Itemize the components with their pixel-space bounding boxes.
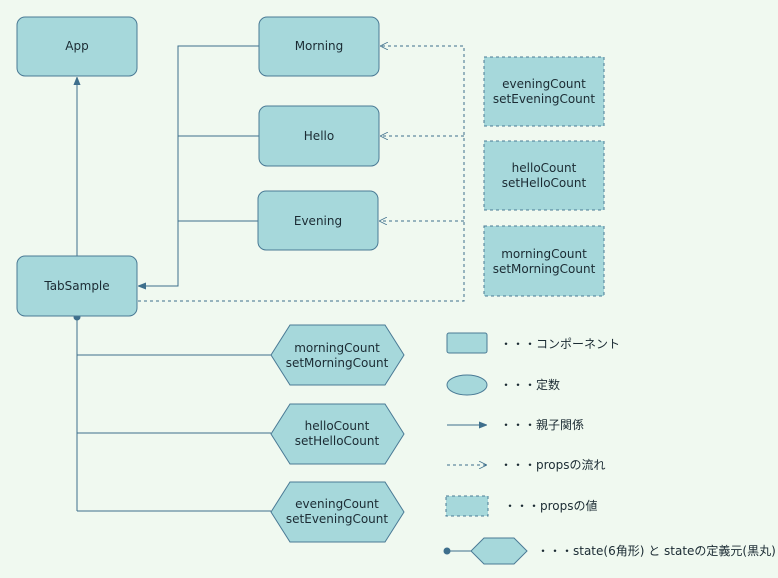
props-value-line1: helloCount bbox=[512, 161, 577, 175]
state-line1: morningCount bbox=[294, 341, 380, 355]
component-evening: Evening bbox=[257, 190, 379, 251]
legend-props-flow-label: ・・・propsの流れ bbox=[500, 458, 606, 472]
state-line2: setHelloCount bbox=[295, 434, 380, 448]
state-hello: helloCount setHelloCount bbox=[270, 403, 405, 465]
state-morning: morningCount setMorningCount bbox=[270, 324, 405, 386]
props-value-line2: setEveningCount bbox=[493, 92, 596, 106]
legend-state-label: ・・・state(6角形) と stateの定義元(黒丸) bbox=[537, 543, 776, 558]
props-flow-morning bbox=[138, 46, 465, 302]
props-value-evening: eveningCount setEveningCount bbox=[483, 56, 605, 127]
legend-parent-child-label: ・・・親子関係 bbox=[500, 418, 584, 432]
legend-props-value-label: ・・・propsの値 bbox=[504, 498, 598, 513]
state-evening: eveningCount setEveningCount bbox=[270, 481, 405, 543]
component-hello: Hello bbox=[258, 105, 380, 167]
legend-parent-child: ・・・親子関係 bbox=[447, 418, 584, 432]
props-value-line1: eveningCount bbox=[502, 77, 586, 91]
state-line2: setEveningCount bbox=[286, 512, 389, 526]
state-line1: helloCount bbox=[305, 419, 370, 433]
legend-state: ・・・state(6角形) と stateの定義元(黒丸) bbox=[443, 537, 776, 565]
component-tabsample: TabSample bbox=[16, 255, 138, 317]
component-evening-label: Evening bbox=[294, 214, 342, 228]
component-hello-label: Hello bbox=[304, 129, 334, 143]
component-app: App bbox=[16, 16, 138, 77]
component-morning-label: Morning bbox=[295, 39, 344, 53]
state-line2: setMorningCount bbox=[286, 356, 389, 370]
props-value-line2: setHelloCount bbox=[502, 176, 587, 190]
component-morning: Morning bbox=[258, 16, 380, 77]
legend-component: ・・・コンポーネント bbox=[446, 332, 620, 354]
props-value-hello: helloCount setHelloCount bbox=[483, 140, 605, 211]
props-value-line2: setMorningCount bbox=[493, 262, 596, 276]
props-value-morning: morningCount setMorningCount bbox=[483, 225, 605, 297]
state-line1: eveningCount bbox=[295, 497, 379, 511]
legend-constant-label: ・・・定数 bbox=[500, 377, 560, 392]
legend-component-label: ・・・コンポーネント bbox=[500, 337, 620, 351]
legend-props-value: ・・・propsの値 bbox=[445, 495, 598, 517]
component-tabsample-label: TabSample bbox=[43, 279, 109, 293]
props-value-line1: morningCount bbox=[501, 247, 587, 261]
legend-constant: ・・・定数 bbox=[446, 374, 560, 396]
legend-props-flow: ・・・propsの流れ bbox=[447, 458, 606, 472]
legend: ・・・コンポーネント ・・・定数 ・・・親子関係 ・・・propsの流れ ・・・… bbox=[443, 332, 776, 565]
edge-children-tabsample bbox=[139, 45, 259, 286]
component-app-label: App bbox=[65, 39, 88, 53]
